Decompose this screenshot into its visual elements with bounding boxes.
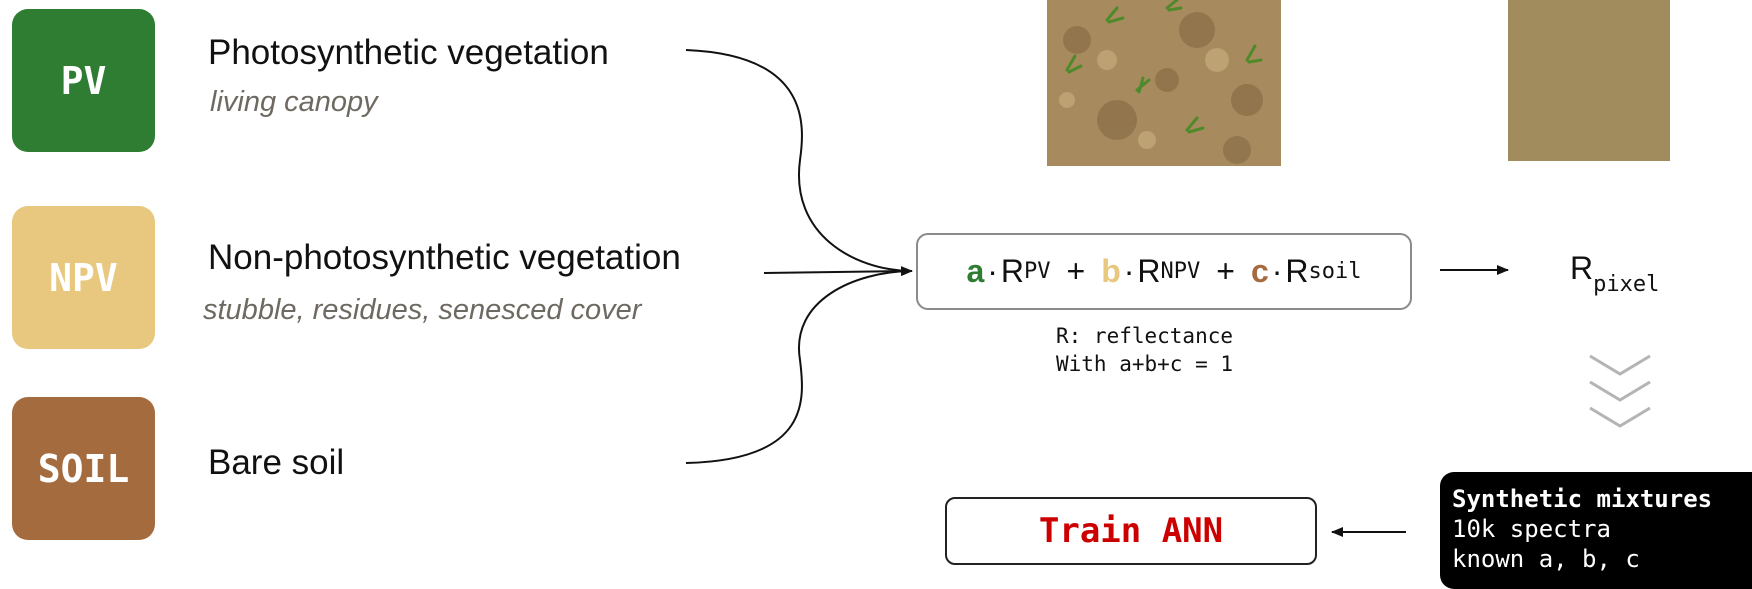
train-ann-label: Train ANN — [1038, 511, 1224, 551]
pv-subtitle: living canopy — [210, 86, 378, 118]
r-pv-sub: PV — [1024, 259, 1051, 284]
soil-badge: SOIL — [12, 397, 155, 540]
soil-title: Bare soil — [208, 443, 345, 482]
r-npv: R — [1137, 253, 1161, 289]
pv-badge-label: PV — [60, 58, 107, 103]
synthetic-line: 10k spectra — [1452, 515, 1611, 543]
r-pv: R — [1000, 253, 1025, 289]
npv-badge-label: NPV — [49, 255, 118, 300]
plus-operator: + — [1066, 253, 1086, 289]
npv-connector — [763, 266, 913, 277]
r-pixel-r: R — [1570, 250, 1594, 286]
triple-chevron-down-icon — [1589, 354, 1651, 428]
dot-operator: · — [1271, 253, 1283, 289]
pv-connector — [685, 49, 911, 272]
npv-title: Non-photosynthetic vegetation — [208, 238, 681, 277]
synthetic-line: known a, b, c — [1452, 545, 1640, 573]
field-photo — [1047, 0, 1281, 166]
synthetic-mixtures-box: Synthetic mixtures 10k spectra known a, … — [1440, 472, 1752, 589]
r-pixel-sub: pixel — [1593, 272, 1660, 297]
coef-b: b — [1101, 253, 1121, 289]
pv-title: Photosynthetic vegetation — [208, 33, 609, 72]
synthetic-heading: Synthetic mixtures — [1452, 485, 1713, 513]
plus-operator: + — [1216, 253, 1235, 289]
soil-badge-label: SOIL — [37, 446, 130, 491]
coef-c: c — [1250, 253, 1269, 289]
npv-subtitle: stubble, residues, senesced cover — [203, 294, 642, 326]
r-npv-sub: NPV — [1160, 259, 1201, 284]
r-soil: R — [1285, 253, 1309, 289]
r-pixel: Rpixel — [1570, 250, 1659, 297]
soil-connector — [685, 270, 911, 464]
note-reflectance: R: reflectance — [1056, 324, 1234, 348]
r-soil-sub: soil — [1308, 259, 1362, 284]
soil-swatch — [1508, 0, 1670, 161]
note-constraint: With a+b+c = 1 — [1056, 352, 1234, 376]
pv-badge: PV — [12, 9, 155, 152]
dot-operator: · — [987, 253, 998, 289]
coef-a: a — [966, 253, 985, 289]
npv-badge: NPV — [12, 206, 155, 349]
train-ann-box: Train ANN — [945, 497, 1317, 565]
dot-operator: · — [1123, 253, 1135, 289]
